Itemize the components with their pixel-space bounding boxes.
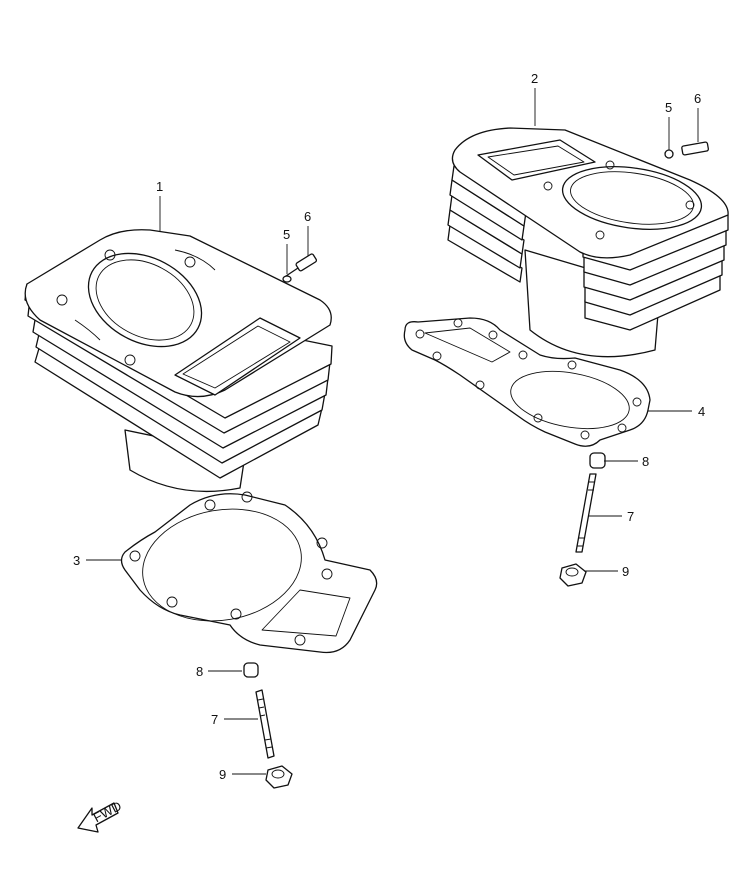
rear-cylinder-gasket (403, 317, 651, 447)
rear-nut (559, 563, 587, 587)
rear-dowel-pin (589, 452, 606, 469)
front-cylinder (24, 229, 333, 493)
callout-9-front: 9 (219, 767, 226, 782)
callout-8-front: 8 (196, 664, 203, 679)
callout-6-front: 6 (304, 209, 311, 224)
rear-oil-fitting (664, 141, 710, 159)
callout-9-rear: 9 (622, 564, 629, 579)
front-oil-fitting (282, 253, 318, 283)
callout-8-rear: 8 (642, 454, 649, 469)
callout-6-rear: 6 (694, 91, 701, 106)
leader-lines (86, 88, 699, 775)
front-cylinder-gasket (120, 491, 378, 654)
callout-7-rear: 7 (627, 509, 634, 524)
rear-cylinder (447, 127, 729, 358)
callout-2: 2 (531, 71, 538, 86)
callout-7-front: 7 (211, 712, 218, 727)
front-nut (265, 765, 293, 789)
callouts: 1 2 3 4 5 6 5 6 7 8 9 7 8 9 (73, 71, 705, 782)
callout-3: 3 (73, 553, 80, 568)
front-stud-bolt (255, 689, 275, 759)
callout-5-rear: 5 (665, 100, 672, 115)
forward-direction-arrow: FWD (77, 798, 124, 833)
front-dowel-pin (243, 662, 259, 678)
fwd-label: FWD (91, 798, 124, 825)
callout-4: 4 (698, 404, 705, 419)
callout-1: 1 (156, 179, 163, 194)
callout-5-front: 5 (283, 227, 290, 242)
rear-stud-bolt (575, 473, 597, 553)
